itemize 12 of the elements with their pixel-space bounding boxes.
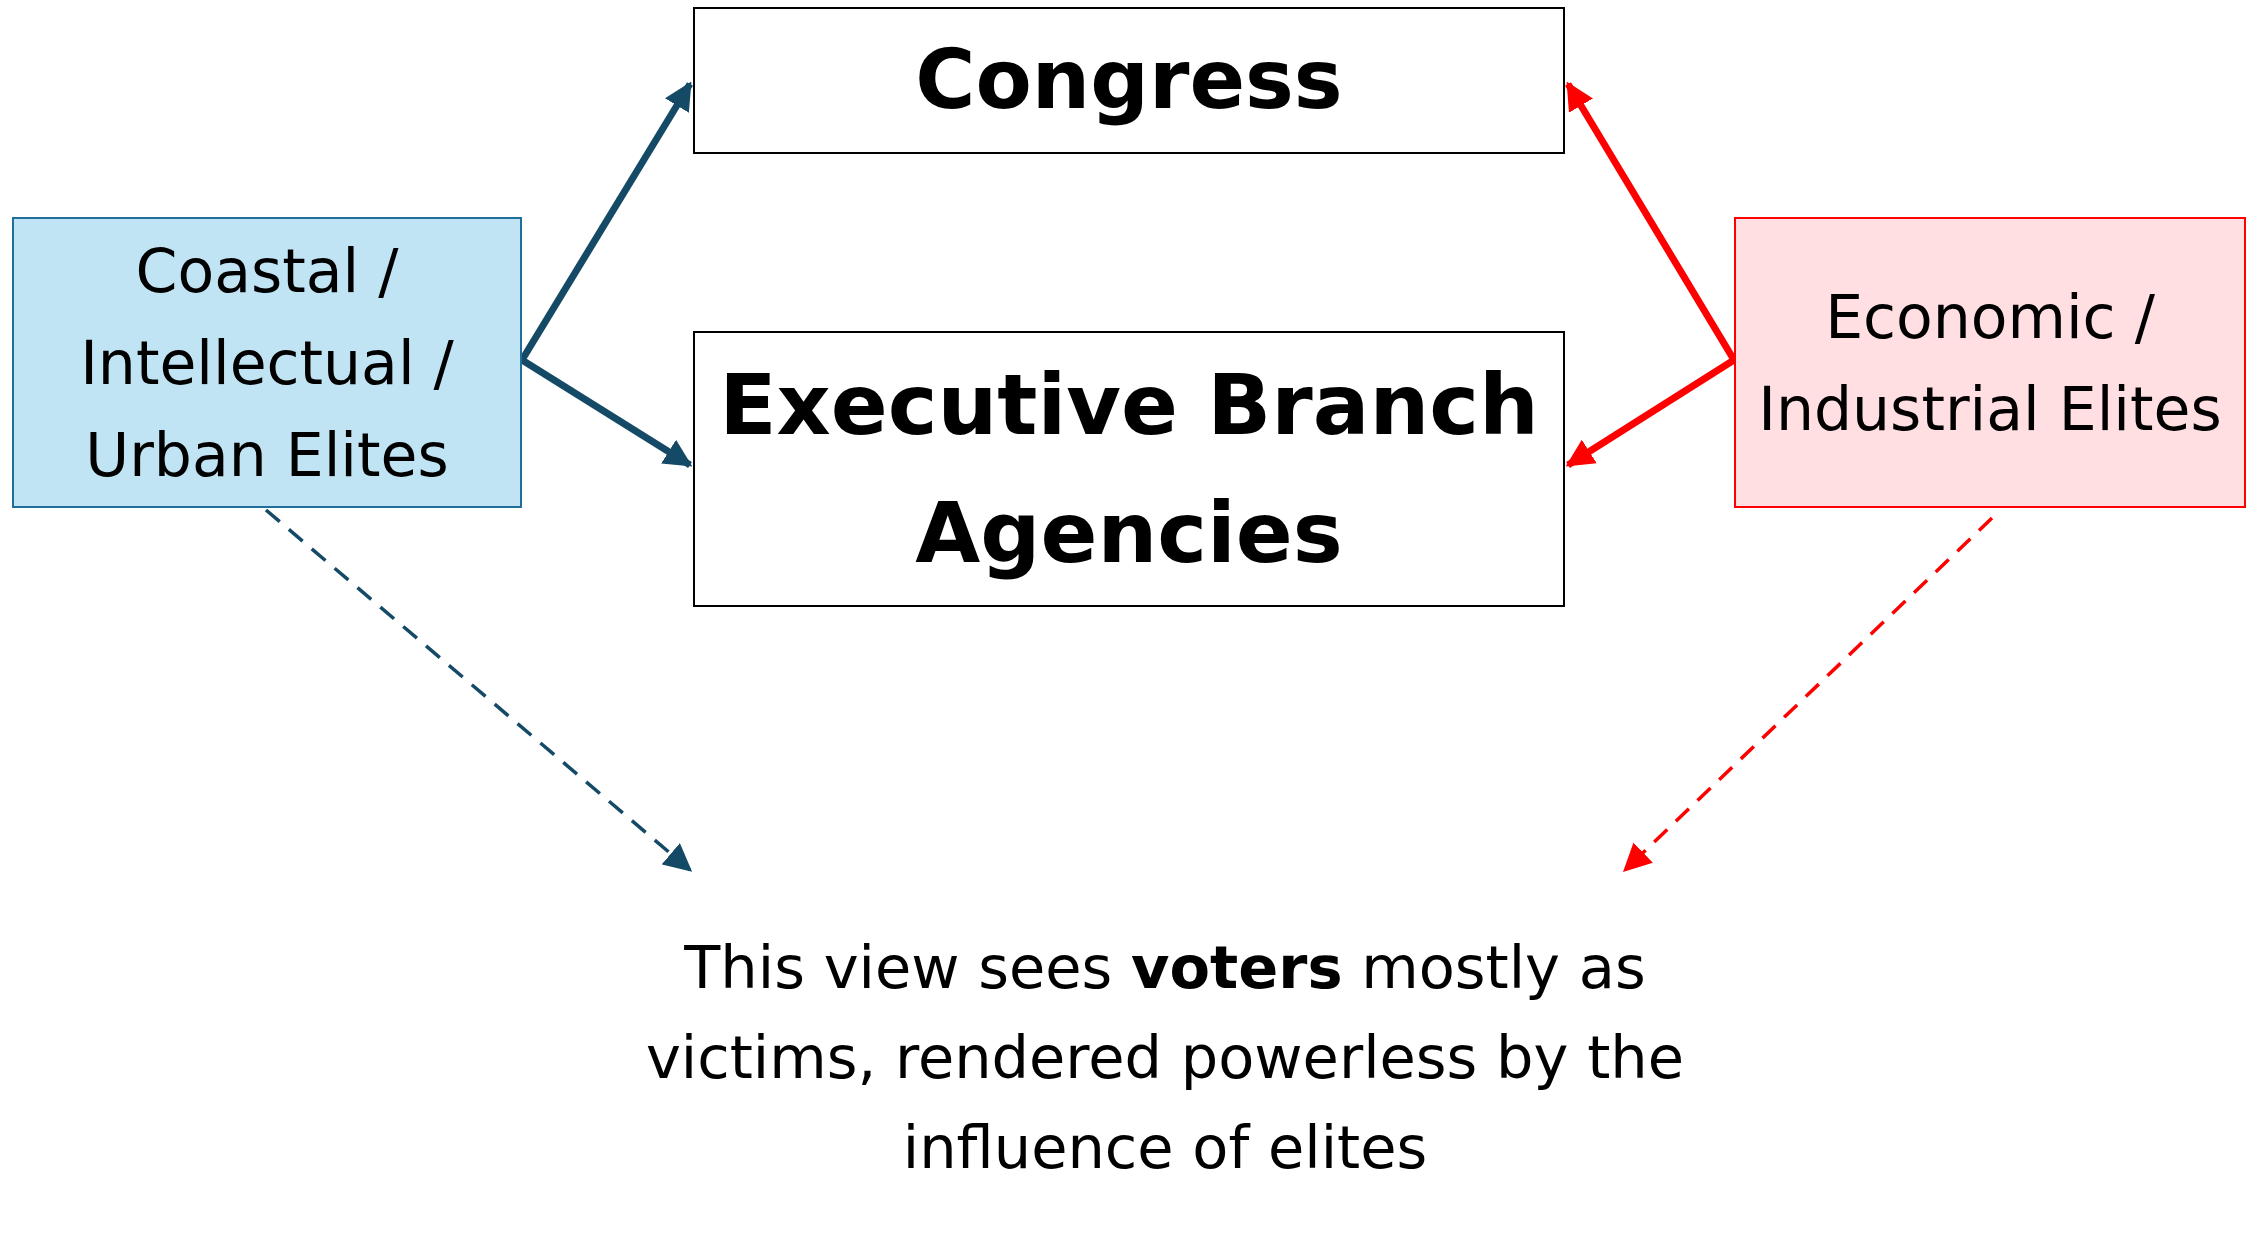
dashed-arrow [1623,516,1994,872]
elite-group-box [1734,217,2246,508]
elite-group-box [12,217,522,508]
dashed-arrow [264,508,693,872]
box-label: Executive Branch Agencies [718,355,1540,584]
box-label: Coastal / Intellectual / Urban Elites [79,234,455,492]
box-label: Economic / Industrial Elites [1757,280,2223,446]
box-label: Congress [915,31,1343,130]
branch-box [693,331,1565,607]
arrow [1565,357,1736,468]
note-text: This view sees voters mostly as victims, rendered powerless by the influence of elites [644,932,1686,1184]
branch-box [693,7,1565,154]
